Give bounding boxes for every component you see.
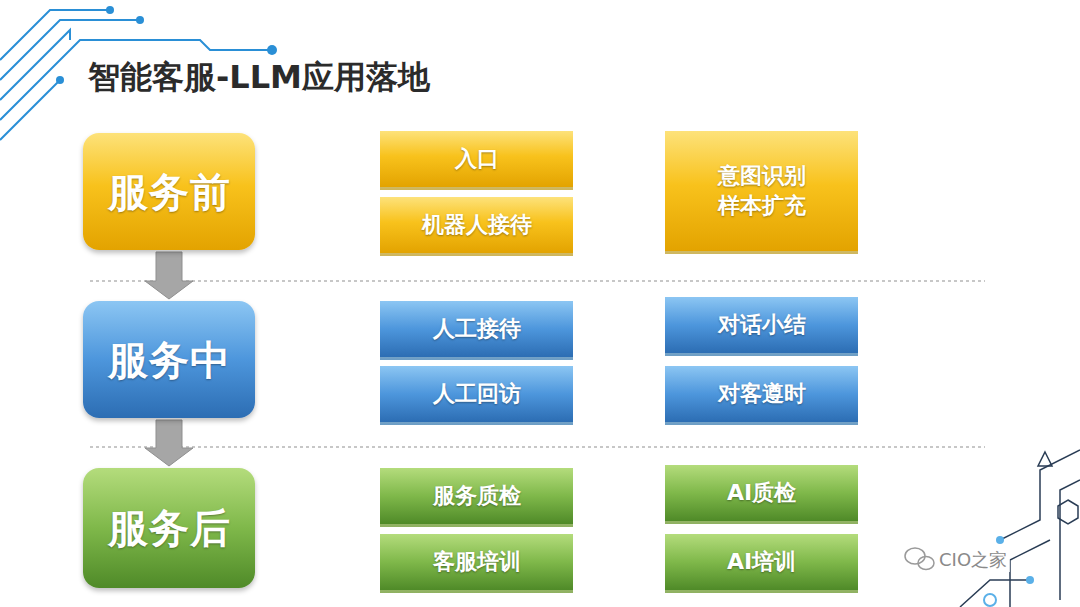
flow-arrow xyxy=(145,420,193,466)
item-label: 人工接待 xyxy=(433,314,521,344)
item-label: AI培训 xyxy=(727,547,796,577)
item-label: 对话小结 xyxy=(718,310,806,340)
item-label: AI质检 xyxy=(727,478,796,508)
stage-box: 服务中 xyxy=(83,301,255,418)
item-label: 机器人接待 xyxy=(422,210,532,240)
flow-arrow xyxy=(145,252,193,299)
stage-label: 服务后 xyxy=(108,501,231,555)
stage-label: 服务前 xyxy=(108,165,231,219)
item-box: 服务质检 xyxy=(380,468,573,527)
item-label: 人工回访 xyxy=(433,379,521,409)
stage-box: 服务后 xyxy=(83,468,255,588)
item-box: 入口 xyxy=(380,131,573,190)
slide-title: 智能客服-LLM应用落地 xyxy=(88,56,430,100)
circuit-corner xyxy=(960,450,1080,607)
item-box: AI质检 xyxy=(665,465,858,524)
watermark: CIO之家 xyxy=(936,548,1010,572)
item-box: 人工回访 xyxy=(380,366,573,425)
item-label: 对客遵时 xyxy=(718,379,806,409)
item-box: AI培训 xyxy=(665,534,858,593)
stage-label: 服务中 xyxy=(108,333,231,387)
wechat-icon xyxy=(905,548,934,570)
stage-box: 服务前 xyxy=(83,133,255,250)
item-box: 人工接待 xyxy=(380,301,573,360)
item-box: 机器人接待 xyxy=(380,197,573,256)
item-label: 客服培训 xyxy=(433,547,521,577)
item-box: 对客遵时 xyxy=(665,366,858,425)
item-label: 入口 xyxy=(455,144,499,174)
item-box: 对话小结 xyxy=(665,297,858,356)
item-box: 客服培训 xyxy=(380,534,573,593)
item-label: 意图识别 样本扩充 xyxy=(707,161,817,220)
item-box: 意图识别 样本扩充 xyxy=(665,131,858,254)
item-label: 服务质检 xyxy=(433,481,521,511)
